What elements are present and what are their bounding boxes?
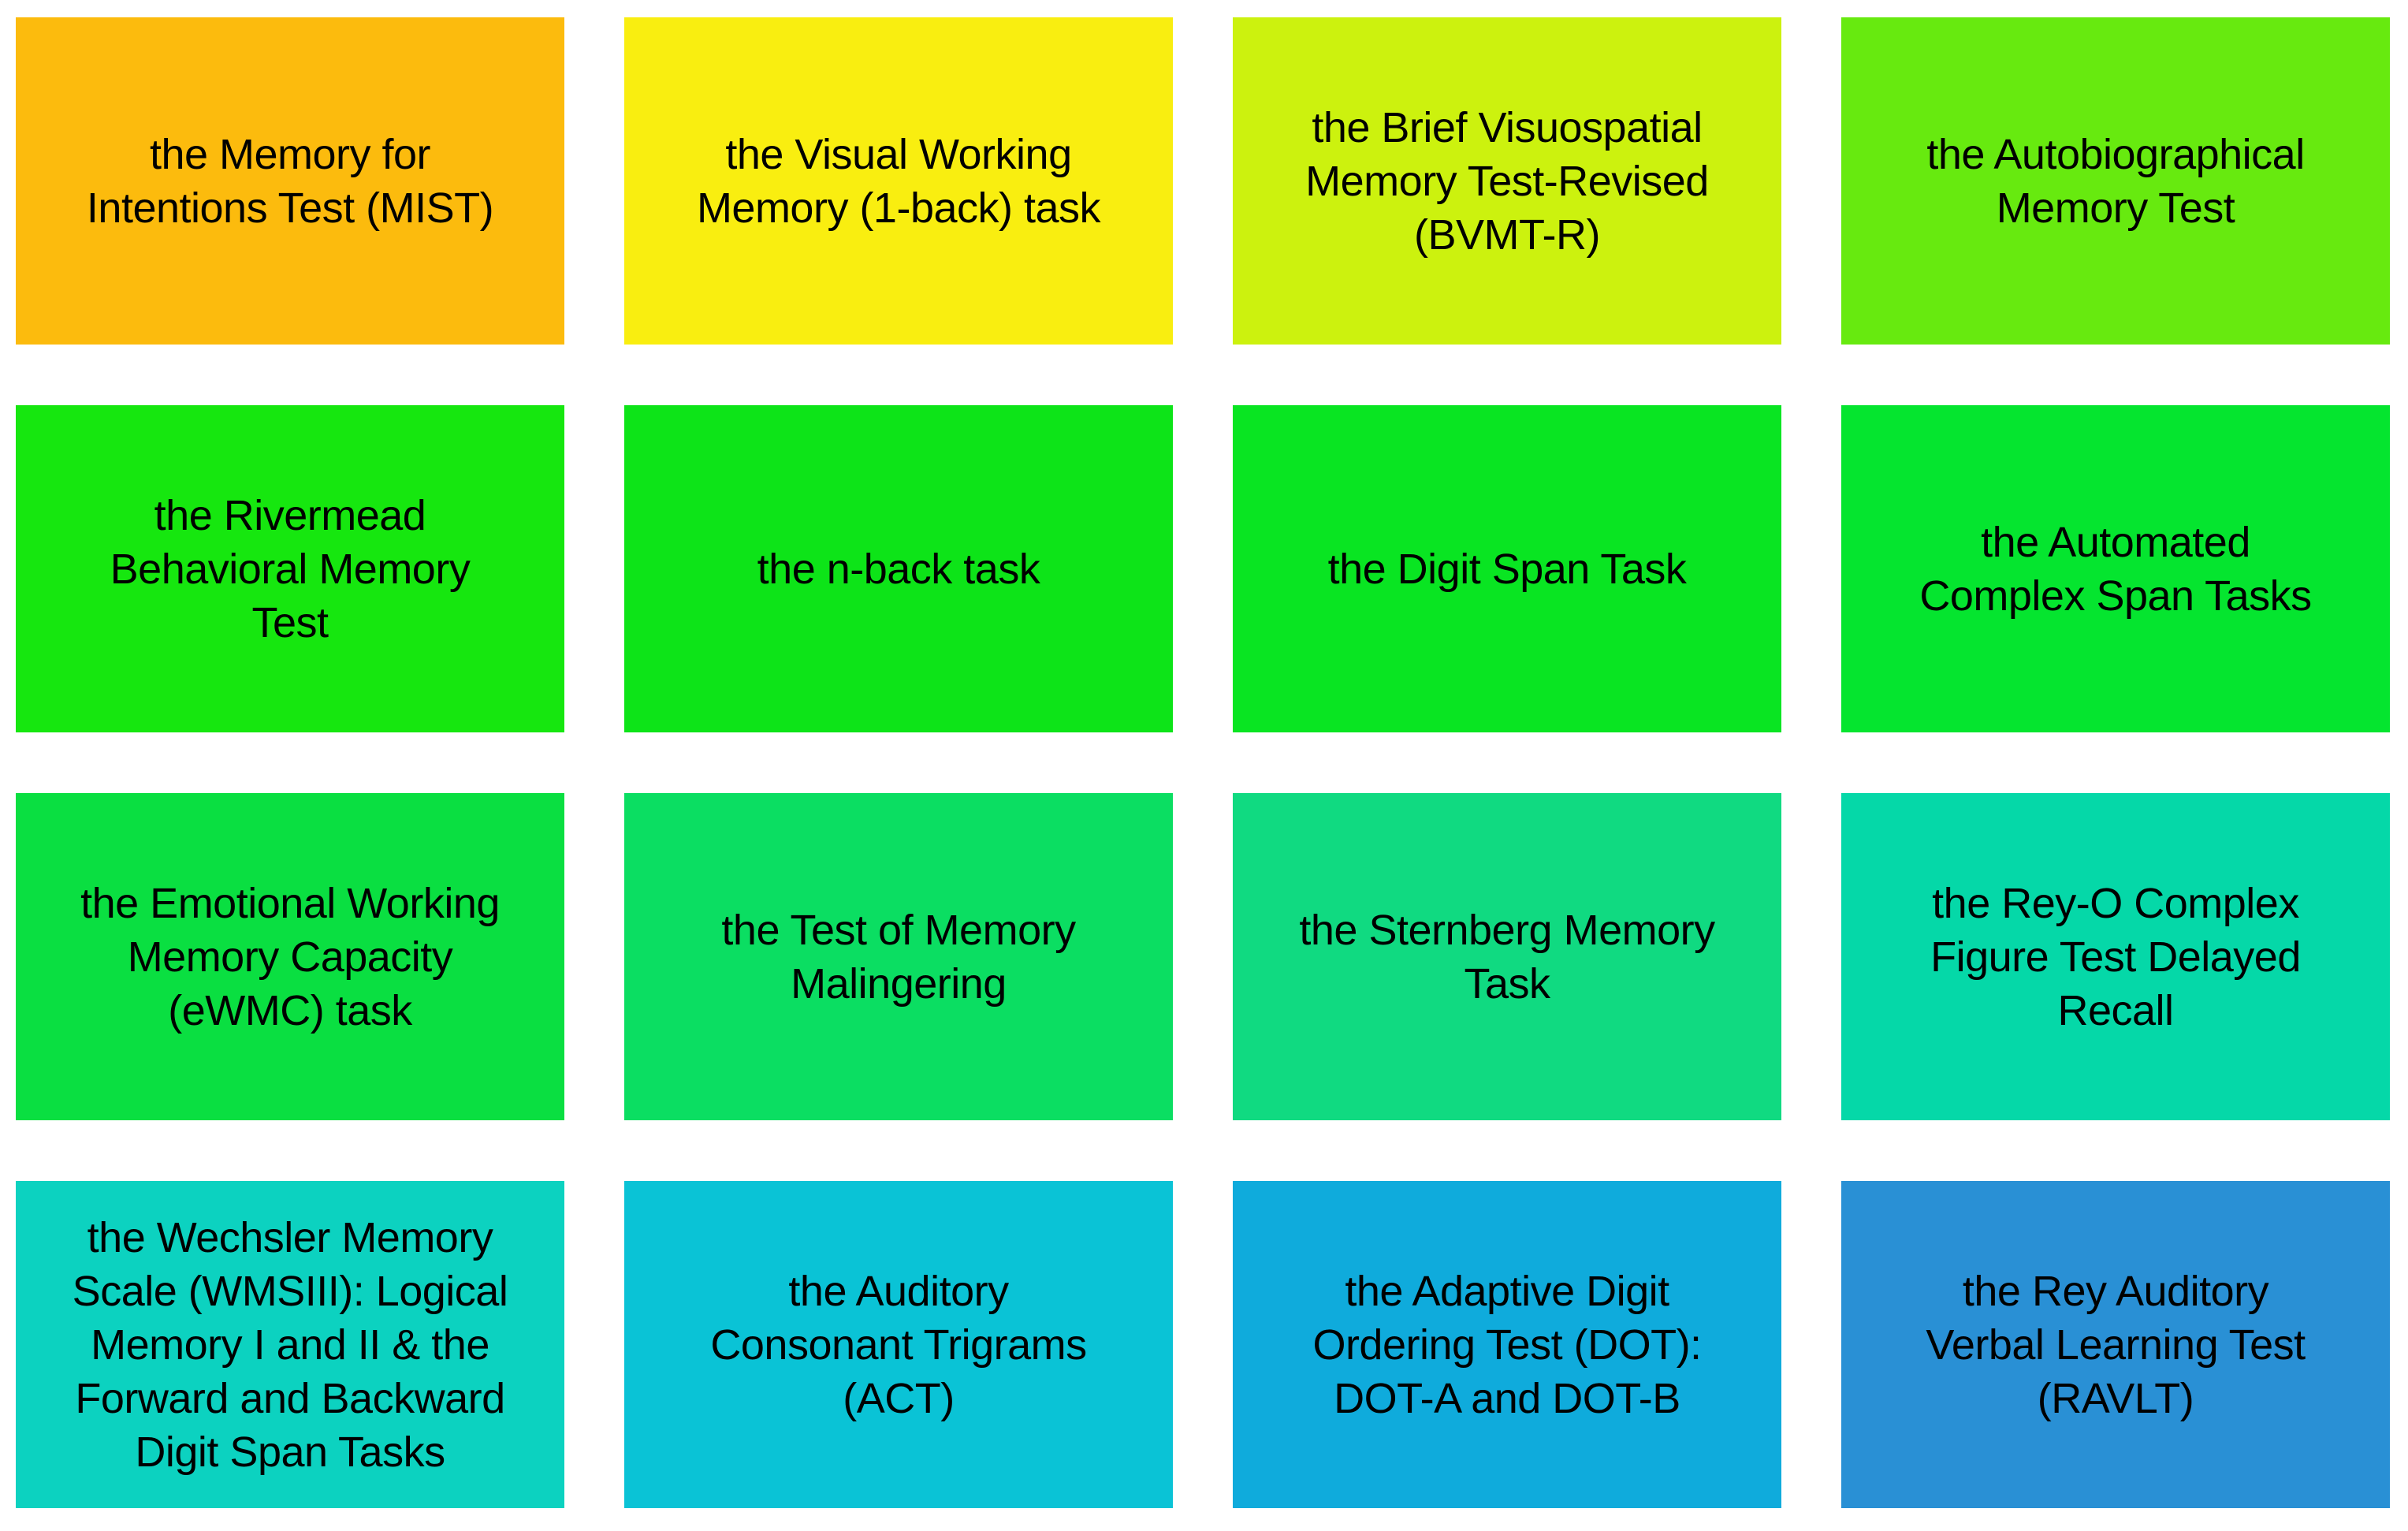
memory-test-label: the Adaptive Digit Ordering Test (DOT): … [1312,1267,1702,1422]
memory-test-label: the n-back task [757,545,1040,593]
memory-test-card: the Emotional Working Memory Capacity (e… [16,793,564,1120]
memory-test-label: the Emotional Working Memory Capacity (e… [80,879,500,1034]
memory-test-card: the Brief Visuospatial Memory Test-Revis… [1233,17,1781,345]
memory-test-label: the Autobiographical Memory Test [1926,130,2305,232]
memory-test-card: the Rivermead Behavioral Memory Test [16,405,564,732]
memory-test-card: the Wechsler Memory Scale (WMSIII): Logi… [16,1181,564,1508]
memory-test-card: the Adaptive Digit Ordering Test (DOT): … [1233,1181,1781,1508]
memory-test-card: the Visual Working Memory (1-back) task [624,17,1173,345]
memory-test-card: the Automated Complex Span Tasks [1841,405,2390,732]
memory-test-label: the Brief Visuospatial Memory Test-Revis… [1305,103,1709,259]
memory-test-card: the Test of Memory Malingering [624,793,1173,1120]
memory-test-label: the Memory for Intentions Test (MIST) [86,130,494,232]
memory-test-card: the Autobiographical Memory Test [1841,17,2390,345]
memory-test-card: the Rey Auditory Verbal Learning Test (R… [1841,1181,2390,1508]
memory-test-label: the Rivermead Behavioral Memory Test [110,491,471,646]
memory-test-card: the n-back task [624,405,1173,732]
memory-test-card: the Auditory Consonant Trigrams (ACT) [624,1181,1173,1508]
memory-test-label: the Auditory Consonant Trigrams (ACT) [710,1267,1087,1422]
memory-test-card: the Sternberg Memory Task [1233,793,1781,1120]
memory-test-card: the Rey-O Complex Figure Test Delayed Re… [1841,793,2390,1120]
tests-grid: the Memory for Intentions Test (MIST) the… [16,17,2390,1508]
memory-test-label: the Rey-O Complex Figure Test Delayed Re… [1930,879,2301,1034]
memory-test-label: the Wechsler Memory Scale (WMSIII): Logi… [72,1213,508,1476]
memory-test-label: the Digit Span Task [1327,545,1687,593]
memory-test-label: the Sternberg Memory Task [1299,906,1715,1008]
memory-test-label: the Visual Working Memory (1-back) task [696,130,1101,232]
memory-test-card: the Memory for Intentions Test (MIST) [16,17,564,345]
memory-test-label: the Test of Memory Malingering [721,906,1076,1008]
memory-test-label: the Rey Auditory Verbal Learning Test (R… [1926,1267,2306,1422]
memory-test-label: the Automated Complex Span Tasks [1919,518,2312,620]
memory-test-card: the Digit Span Task [1233,405,1781,732]
